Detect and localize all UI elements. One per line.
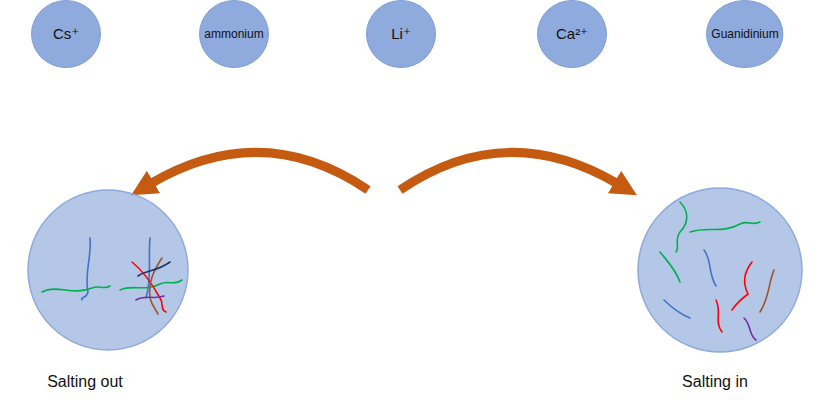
ion-circle-fill (367, 1, 436, 68)
ion-circle: Ca²⁺ (537, 0, 607, 68)
ion-circle-fill (200, 1, 269, 68)
solution-circle: Salting in (638, 188, 808, 396)
ion-circle: Guanidinium (706, 0, 783, 68)
ion-circle: Li⁺ (366, 0, 436, 68)
solution-circle (28, 190, 188, 350)
curved-arrow (400, 152, 618, 190)
ion-label: Cs⁺ (53, 25, 79, 43)
ion-circle-fill (707, 1, 783, 68)
curved-arrow (150, 152, 368, 190)
solution-circle: Salting out (28, 190, 204, 396)
protein-strands (660, 202, 774, 340)
solution-circle-border (28, 190, 188, 350)
solution-circle-outline (28, 190, 204, 396)
solution-circle-outline (638, 188, 808, 396)
condition-caption: Salting out (47, 372, 123, 391)
ion-circle: Cs⁺ (31, 0, 101, 68)
ion-circle-fill (538, 1, 607, 68)
condition-caption: Salting in (682, 372, 748, 391)
ion-circle-fill (32, 1, 101, 68)
solution-circle (638, 188, 802, 352)
ion-circle: ammonium (199, 0, 269, 68)
ion-label: ammonium (204, 27, 263, 41)
solution-circle-border (638, 188, 802, 352)
ion-label: Ca²⁺ (556, 25, 588, 43)
ion-label: Li⁺ (391, 25, 411, 43)
protein-strands (42, 238, 182, 314)
ion-label: Guanidinium (711, 27, 778, 41)
